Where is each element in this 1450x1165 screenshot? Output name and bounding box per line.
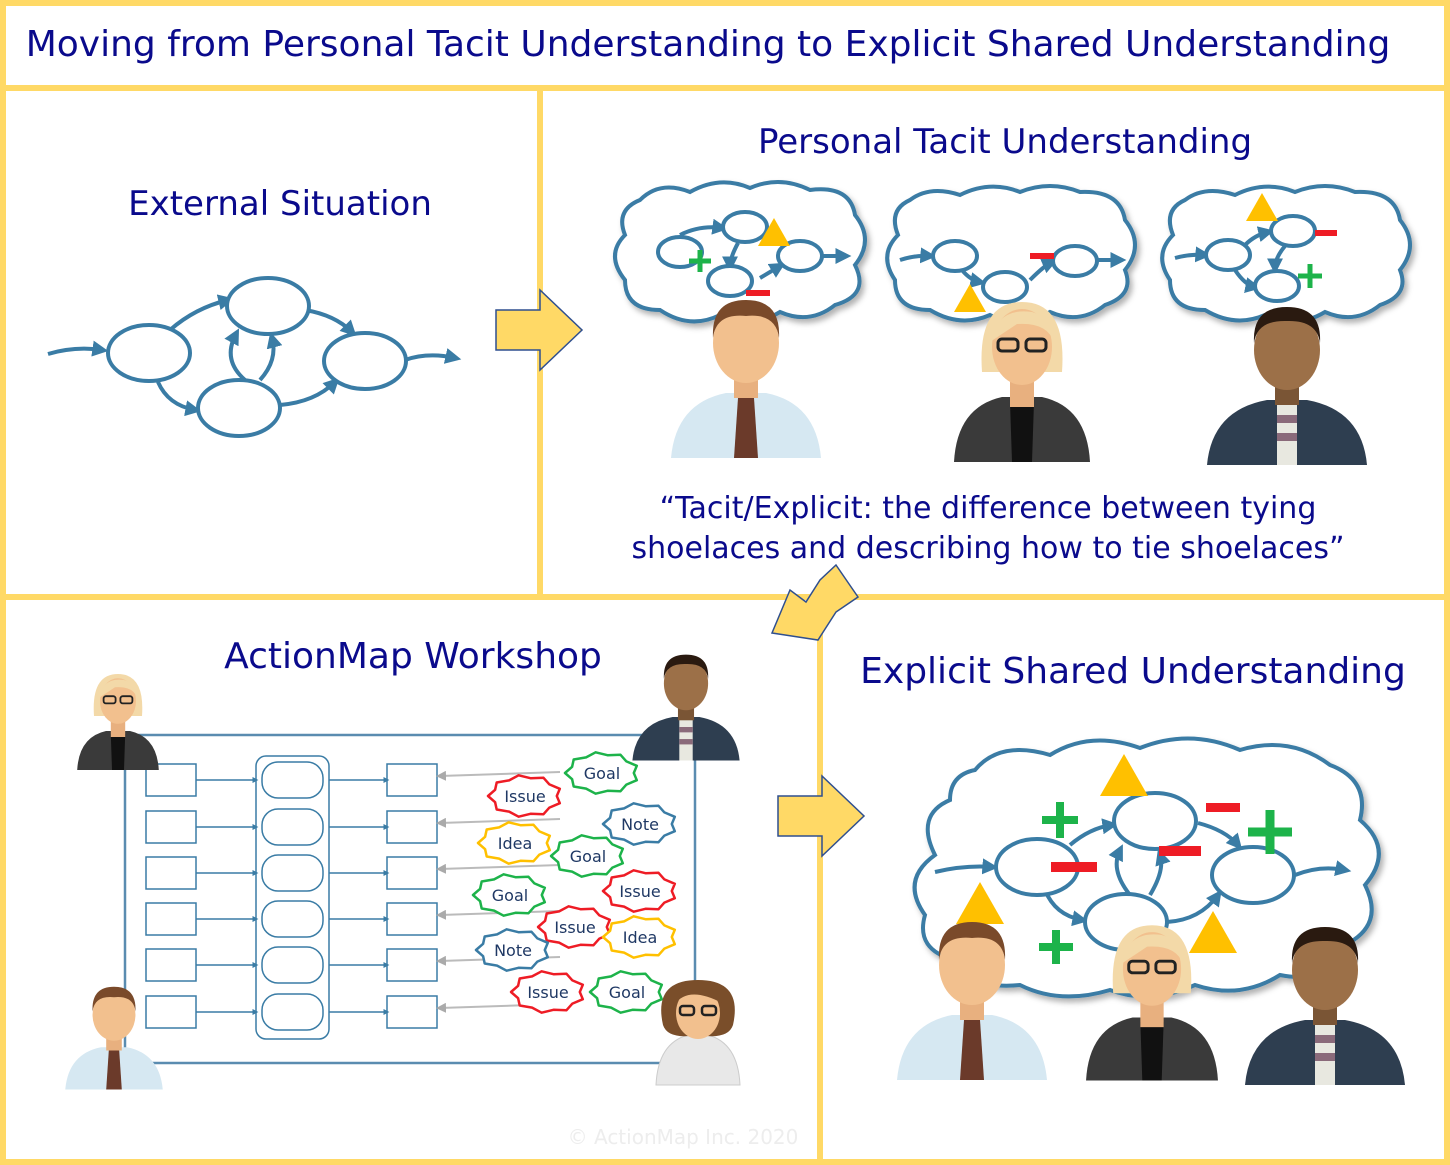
thought-cloud [885,184,1137,324]
quote-line-1: “Tacit/Explicit: the difference between … [660,491,1317,526]
board-pill [261,946,324,984]
sticky-label: Goal [570,847,606,866]
external-situation-title: External Situation [128,184,432,224]
sticky-label: Issue [527,983,568,1002]
sticky-outline [588,970,664,1014]
person-woman-avatar [76,673,160,771]
sticky-outline [563,751,639,795]
person-man-avatar [671,300,821,458]
sticky-outline [486,774,562,818]
sticky-label: Note [494,941,532,960]
sticky-note: Note [601,802,677,846]
right-arrow-icon [495,288,584,372]
sticky-label: Note [621,815,659,834]
actionmap-board [145,755,561,1040]
sticky-issue: Issue [509,970,585,1014]
personal-tacit-title: Personal Tacit Understanding [758,122,1252,162]
sticky-label: Goal [584,764,620,783]
thought-cloud [613,179,867,324]
shared-thought-cloud [912,736,1381,999]
sticky-label: Issue [504,787,545,806]
board-box [386,810,438,844]
board-box [386,763,438,797]
sticky-goal: Goal [549,834,625,878]
sticky-goal: Goal [563,751,639,795]
board-link [436,863,561,874]
board-box [386,856,438,890]
sticky-issue: Issue [601,869,677,913]
sticky-label: Issue [554,918,595,937]
person-man-avatar [632,654,740,761]
explicit-shared-panel: Explicit Shared Understanding [860,651,1406,1085]
sticky-outline [476,821,552,865]
sticky-outline [474,928,550,972]
sticky-outline [549,834,625,878]
sticky-idea: Idea [601,915,677,959]
person-man-avatar [1207,307,1367,465]
sticky-goal: Goal [588,970,664,1014]
sticky-outline [536,905,612,949]
board-box [145,995,197,1029]
board-box [386,948,438,982]
board-pill [261,808,324,846]
situation-network [47,276,462,438]
person-woman-avatar [655,980,741,1086]
sticky-issue: Issue [486,774,562,818]
board-link [436,817,561,828]
board-box [145,810,197,844]
board-box [145,902,197,936]
sticky-label: Idea [623,928,658,947]
sticky-outline [601,915,677,959]
sticky-goal: Goal [471,873,547,917]
board-pill [261,900,324,938]
sticky-outline [601,869,677,913]
external-situation-panel: External Situation [47,184,462,438]
sticky-label: Idea [498,834,533,853]
sticky-outline [601,802,677,846]
board-pill [261,854,324,892]
board-pill [261,993,324,1031]
watermark: © ActionMap Inc. 2020 [568,1125,799,1149]
board-box [145,856,197,890]
sticky-outline [509,970,585,1014]
sticky-label: Issue [619,882,660,901]
board-link [436,770,561,781]
page-title: Moving from Personal Tacit Understanding… [26,24,1391,65]
sticky-idea: Idea [476,821,552,865]
sticky-label: Goal [609,983,645,1002]
sticky-issue: Issue [536,905,612,949]
quote-line-2: shoelaces and describing how to tie shoe… [631,531,1344,566]
board-box [145,948,197,982]
sticky-label: Goal [492,886,528,905]
down-left-arrow-icon [770,563,860,641]
workshop-panel: ActionMap Workshop GoalIssueNoteIdeaGoal… [65,636,798,1149]
right-arrow-icon [777,774,866,858]
person-woman-avatar [952,300,1092,464]
sticky-outline [471,873,547,917]
explicit-shared-title: Explicit Shared Understanding [860,651,1406,692]
workshop-title: ActionMap Workshop [224,636,602,677]
personal-tacit-panel: Personal Tacit Understanding [613,122,1412,566]
thought-cloud [1160,184,1412,324]
board-box [386,995,438,1029]
sticky-note: Note [474,928,550,972]
board-box [386,902,438,936]
board-pill [261,761,324,799]
